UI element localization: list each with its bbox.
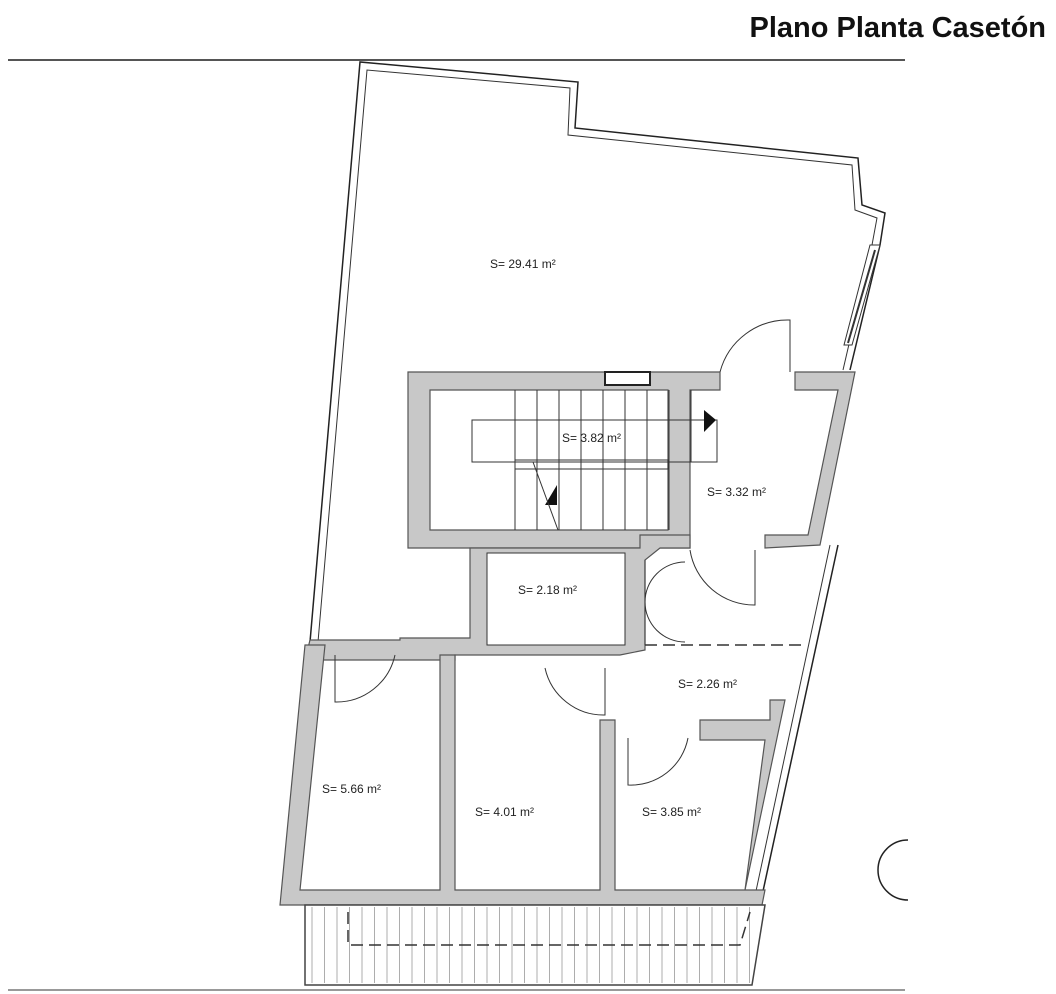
room-area-main: S= 29.41 m² [490,257,556,271]
room-area-middle: S= 4.01 m² [475,805,534,819]
walls [279,371,856,906]
room-area-hall: S= 2.26 m² [678,677,737,691]
room-area-small: S= 2.18 m² [518,583,577,597]
outer-outline [309,61,886,906]
balcony [304,904,766,986]
room-area-landing: S= 3.32 m² [707,485,766,499]
plan-title: Plano Planta Casetón [749,12,1046,44]
room-area-right: S= 3.85 m² [642,805,701,819]
room-area-stairs: S= 3.82 m² [562,431,621,445]
partial-arc [877,839,909,901]
doors [334,319,805,786]
room-area-left: S= 5.66 m² [322,782,381,796]
staircase [471,390,718,531]
